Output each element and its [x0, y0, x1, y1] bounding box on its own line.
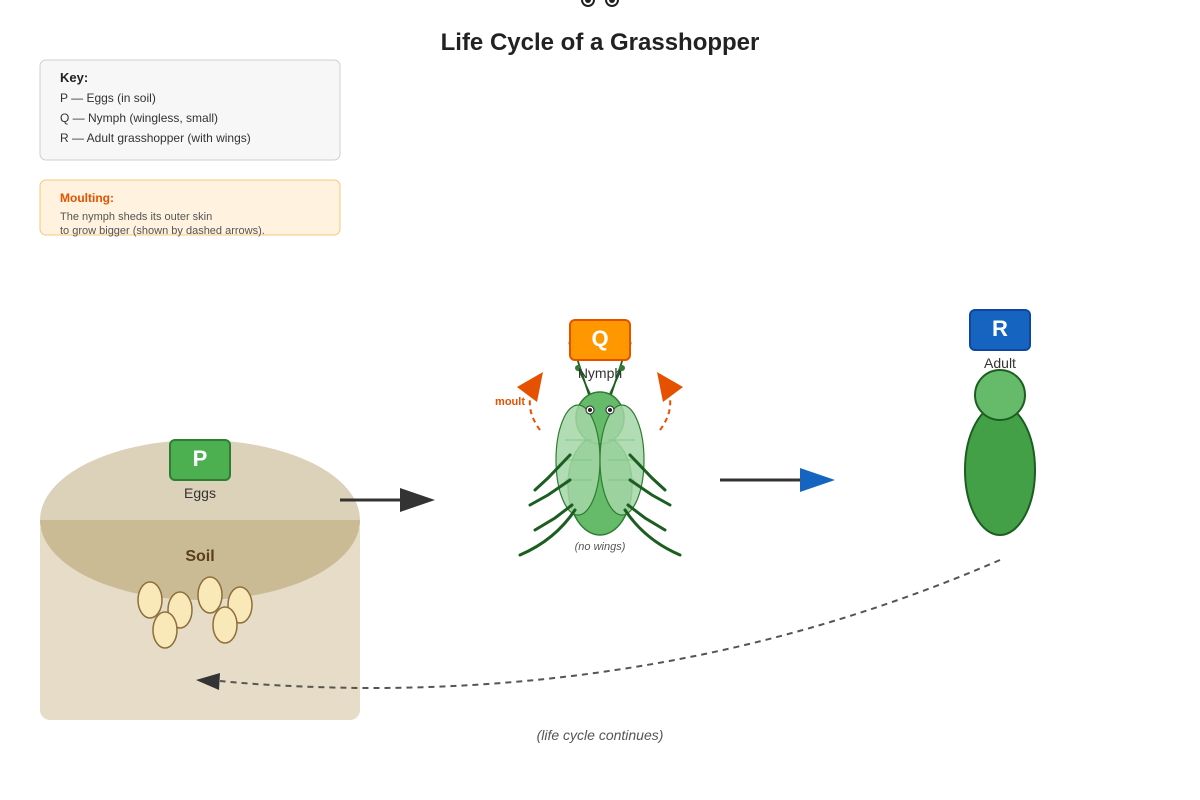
egg	[137, 581, 163, 619]
arrow-nymph-to-adult	[720, 468, 835, 492]
adult-illustration	[964, 369, 1036, 536]
badge-q-letter: Q	[591, 326, 608, 351]
badge-q: Q	[569, 319, 631, 361]
badge-p-letter: P	[193, 446, 208, 471]
egg	[197, 576, 223, 614]
egg	[212, 606, 238, 644]
egg	[152, 611, 178, 649]
top-eyes-icon	[581, 0, 619, 7]
key-box: Key: P — Eggs (in soil) Q — Nymph (wingl…	[39, 59, 341, 161]
cycle-return-arrow	[196, 559, 1001, 690]
nymph-note: (no wings)	[575, 541, 626, 553]
key-item-p: P — Eggs (in soil)	[60, 91, 156, 105]
badge-r: R	[969, 309, 1031, 351]
badge-p: P	[169, 439, 231, 481]
key-item-q: Q — Nymph (wingless, small)	[60, 111, 218, 125]
moulting-line-2: to grow bigger (shown by dashed arrows).	[60, 225, 265, 237]
key-heading: Key:	[60, 70, 88, 85]
moult-arrow-left	[517, 372, 543, 431]
moulting-heading: Moulting:	[60, 191, 114, 205]
moulting-box: Moulting: The nymph sheds its outer skin…	[39, 179, 341, 237]
cycle-note: (life cycle continues)	[537, 727, 664, 743]
soil-area: Soil	[40, 440, 360, 720]
moulting-line-1: The nymph sheds its outer skin	[60, 211, 212, 223]
egg-cluster	[137, 576, 253, 649]
nymph-illustration	[518, 339, 682, 557]
moult-label: moult	[495, 396, 525, 408]
soil-label: Soil	[185, 548, 214, 565]
stage-label-nymph: Nymph	[578, 365, 622, 381]
stage-label-adult: Adult	[984, 355, 1016, 371]
moult-arrow-right	[657, 372, 683, 431]
stage-label-eggs: Eggs	[184, 485, 216, 501]
badge-r-letter: R	[992, 316, 1008, 341]
key-item-r: R — Adult grasshopper (with wings)	[60, 131, 251, 145]
page-title: Life Cycle of a Grasshopper	[441, 29, 760, 56]
arrow-eggs-to-nymph	[340, 488, 435, 512]
